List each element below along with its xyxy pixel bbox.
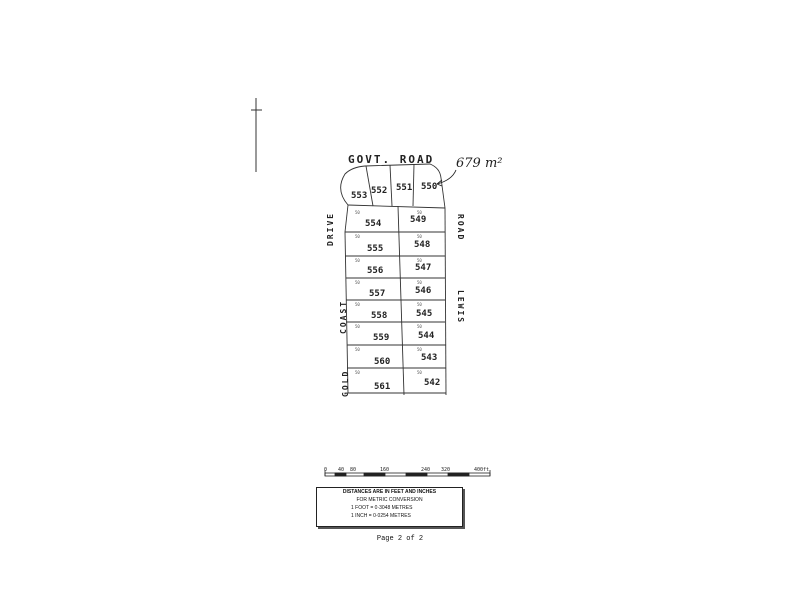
lot-number: 545 (416, 309, 432, 319)
svg-text:50: 50 (355, 324, 360, 329)
svg-text:50: 50 (417, 210, 422, 215)
lot-number: 555 (367, 244, 383, 254)
scale-bar (324, 470, 491, 477)
svg-text:50: 50 (417, 302, 422, 307)
scale-tick: 0 (324, 467, 327, 473)
road-label-coast: COAST (339, 300, 348, 334)
lot-number: 550 (421, 182, 437, 192)
svg-text:50: 50 (417, 370, 422, 375)
svg-text:50: 50 (417, 234, 422, 239)
svg-text:50: 50 (355, 347, 360, 352)
legend-line: 1 INCH = 0·0254 METRES (351, 513, 411, 519)
svg-text:50: 50 (355, 302, 360, 307)
svg-text:50: 50 (355, 370, 360, 375)
lot-number: 544 (418, 331, 435, 341)
road-label-gold: GOLD (341, 370, 350, 397)
lot-number: 558 (371, 311, 387, 321)
legend-line: FOR METRIC CONVERSION (356, 497, 423, 503)
road-label-lewis-road: ROAD (456, 214, 465, 241)
legend-line: DISTANCES ARE IN FEET AND INCHES (342, 489, 437, 495)
north-arrow-icon (251, 98, 262, 172)
area-annotation: 679 m² (456, 156, 502, 171)
annotation-arrow-icon (436, 169, 457, 185)
lot-number: 557 (369, 289, 385, 299)
lot-number: 559 (373, 333, 389, 343)
scale-tick: 80 (350, 467, 356, 473)
scale-tick: 240 (421, 467, 430, 473)
lot-number: 560 (374, 357, 390, 367)
lot-number: 548 (414, 240, 430, 250)
legend-line: 1 FOOT = 0·3048 METRES (351, 505, 413, 511)
svg-text:50: 50 (417, 280, 422, 285)
scale-tick: 400 (474, 467, 483, 473)
lot-number: 556 (367, 266, 383, 276)
scale-tick: 320 (441, 467, 450, 473)
scale-tick-labels: 0 40 80 160 240 320 400 ft (324, 467, 489, 473)
lot-number: 551 (396, 183, 412, 193)
lot-number: 561 (374, 382, 390, 392)
lot-number: 549 (410, 215, 426, 225)
svg-text:50: 50 (355, 210, 360, 215)
svg-text:50: 50 (355, 280, 360, 285)
lot-number: 542 (424, 378, 440, 388)
scale-tick: 40 (338, 467, 344, 473)
scale-unit: ft (483, 467, 489, 473)
lot-number: 546 (415, 286, 431, 296)
lot-number: 547 (415, 263, 431, 273)
road-label-govt: GOVT. ROAD (348, 153, 434, 166)
road-label-drive: DRIVE (326, 212, 335, 246)
svg-text:50: 50 (417, 324, 422, 329)
conversion-legend: DISTANCES ARE IN FEET AND INCHES FOR MET… (316, 487, 463, 527)
lot-number: 554 (365, 219, 382, 229)
svg-text:50: 50 (417, 258, 422, 263)
page-footer: Page 2 of 2 (376, 535, 424, 543)
lot-boundaries (340, 163, 447, 396)
dimension-marks: 50 50 50 50 50 50 50 50 50 50 50 50 50 50 50 50 (355, 210, 422, 375)
svg-text:50: 50 (417, 347, 422, 352)
scale-tick: 160 (380, 467, 389, 473)
lot-number: 553 (351, 191, 367, 201)
svg-text:50: 50 (355, 234, 360, 239)
road-label-lewis: LEWIS (456, 290, 465, 324)
lot-number: 543 (421, 353, 437, 363)
svg-text:50: 50 (355, 258, 360, 263)
lot-number: 552 (371, 186, 387, 196)
